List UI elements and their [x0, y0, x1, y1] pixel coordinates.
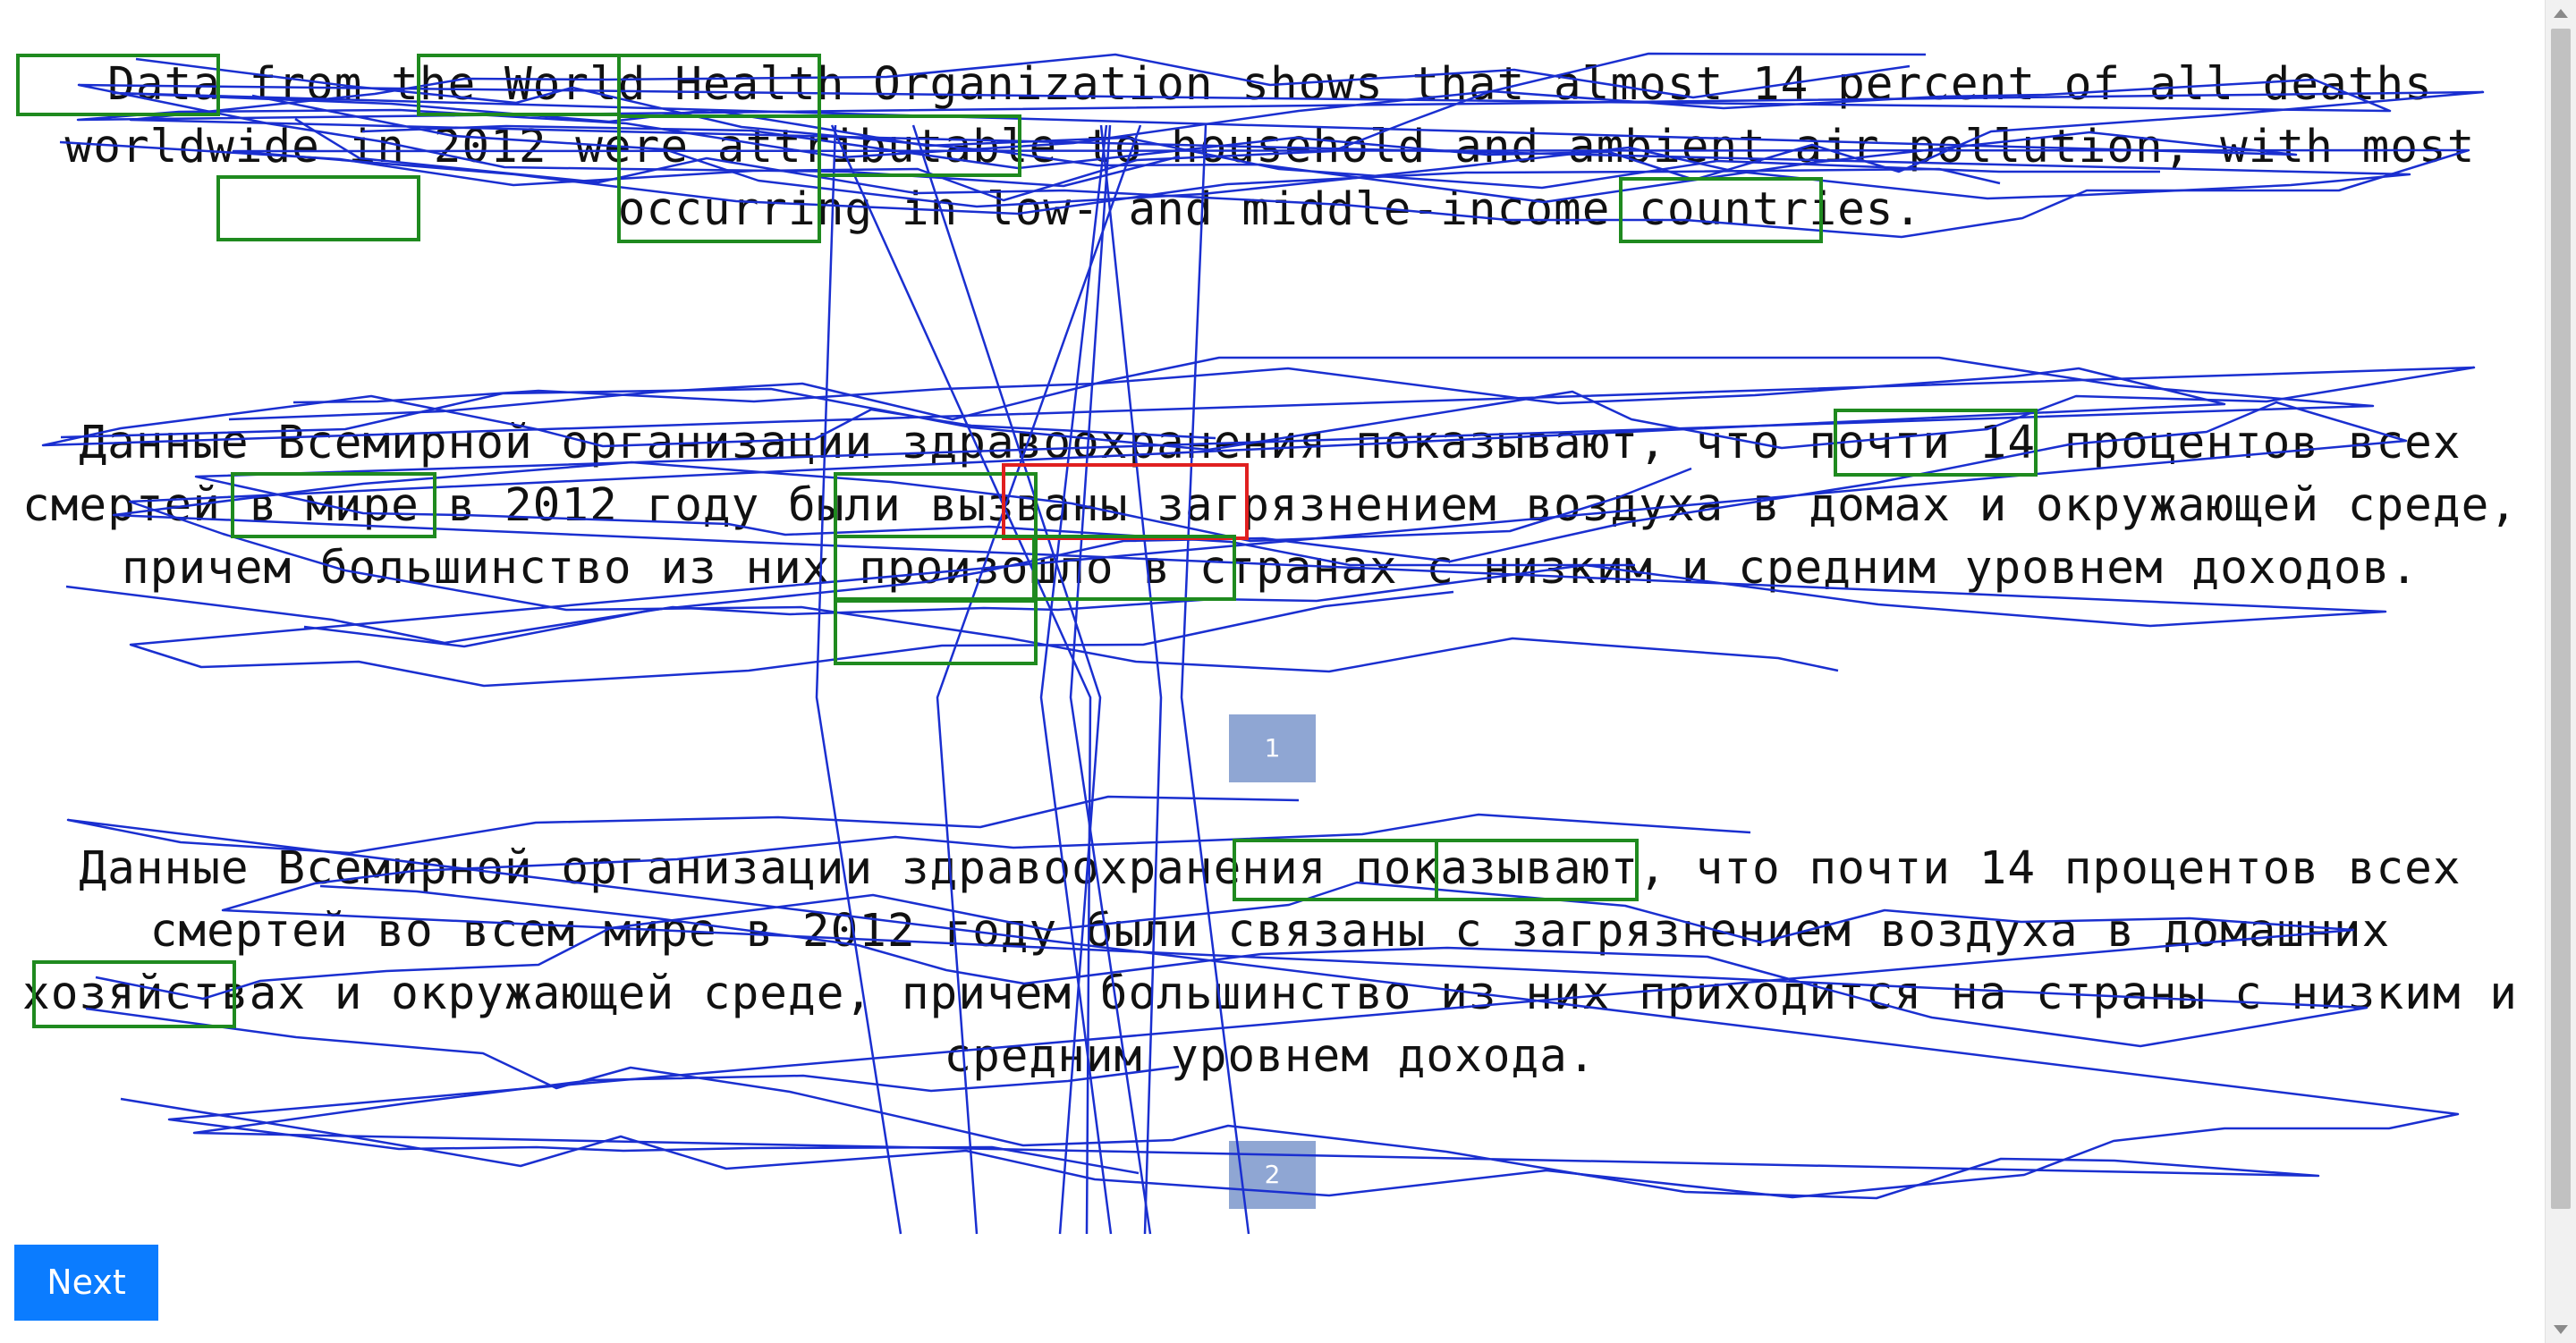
scroll-thumb[interactable] — [2551, 29, 2571, 1209]
fixation-box — [834, 599, 1038, 665]
source-paragraph: Data from the World Health Organization … — [64, 58, 2476, 236]
scroll-up-arrow-icon[interactable] — [2554, 9, 2568, 18]
next-button[interactable]: Next — [14, 1245, 158, 1321]
translation-2-paragraph: Данные Всемирной организации здравоохран… — [21, 842, 2518, 1083]
translation-1-badge: 1 — [1229, 714, 1316, 782]
scroll-down-arrow-icon[interactable] — [2554, 1325, 2568, 1334]
translation-2-badge: 2 — [1229, 1141, 1316, 1209]
vertical-scrollbar[interactable] — [2545, 0, 2576, 1343]
translation-1-paragraph: Данные Всемирной организации здравоохран… — [21, 417, 2518, 595]
